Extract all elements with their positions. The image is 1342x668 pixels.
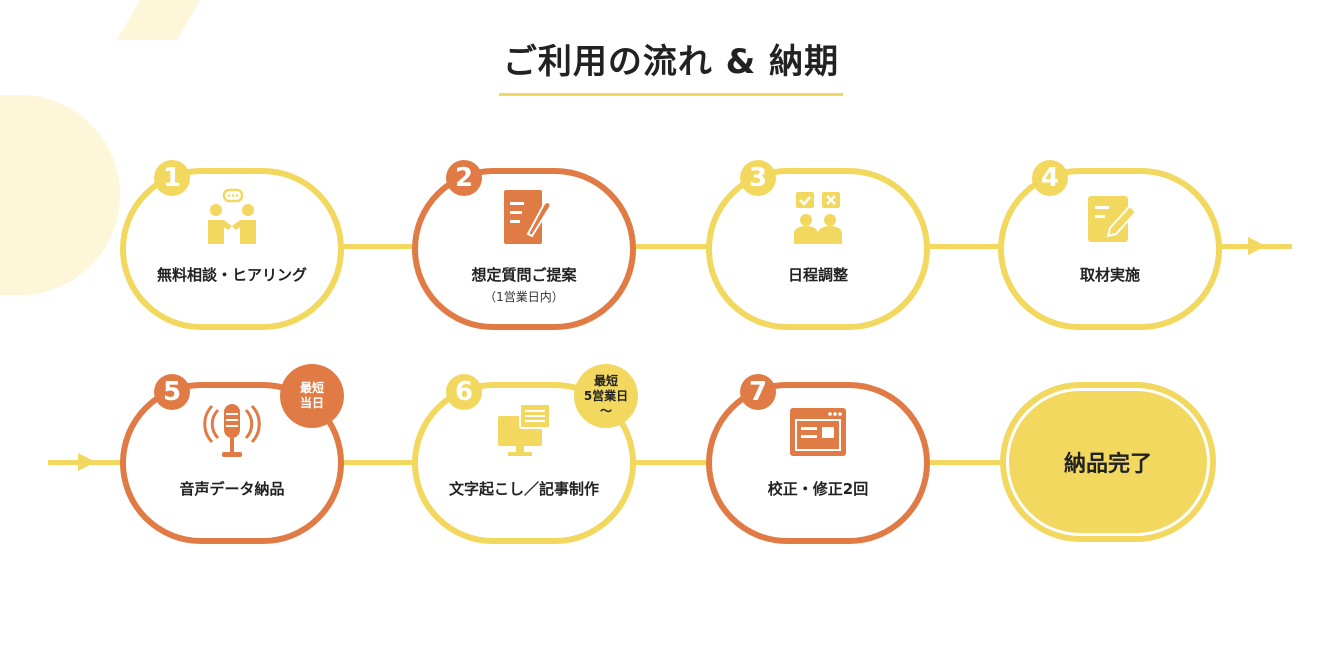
step-number: 5 (154, 374, 190, 410)
step-label: 無料相談・ヒアリング (156, 266, 307, 284)
step-number: 7 (740, 374, 776, 410)
step-label: 校正・修正2回 (767, 480, 869, 498)
schedule-check-icon (794, 192, 842, 244)
step-4: 4 取材実施 (998, 160, 1222, 330)
step-6: 6 文字起こし／記事制作 (412, 374, 636, 544)
step-number: 6 (446, 374, 482, 410)
delivery-complete: 納品完了 (1000, 382, 1216, 542)
complete-label: 納品完了 (1006, 388, 1210, 536)
notepad-edit-icon (1088, 196, 1138, 242)
step-1: 1 無料相談・ヒアリング (120, 160, 344, 330)
step-number: 2 (446, 160, 482, 196)
consultation-icon (208, 188, 256, 244)
arrow-icon (78, 453, 96, 471)
step-5: 5 音声データ納品 (120, 374, 344, 544)
step-number: 1 (154, 160, 190, 196)
step-label: 取材実施 (1079, 266, 1140, 284)
lead-time-badge: 最短当日 (280, 364, 344, 428)
step-number: 3 (740, 160, 776, 196)
computer-chat-icon (498, 403, 551, 456)
page-title: ご利用の流れ & 納期 (0, 34, 1342, 96)
browser-window-icon (790, 408, 846, 456)
step-2: 2 想定質問ご提案 （1営業日内） (412, 160, 636, 330)
background-decoration (0, 95, 120, 295)
step-label: 文字起こし／記事制作 (448, 480, 599, 498)
document-pen-icon (504, 190, 552, 244)
step-number: 4 (1032, 160, 1068, 196)
step-3: 3 日程調整 (706, 160, 930, 330)
step-label: 日程調整 (787, 266, 848, 284)
microphone-icon (203, 404, 261, 457)
arrow-icon (1248, 237, 1266, 255)
step-label: 音声データ納品 (179, 480, 285, 498)
step-duration: （1営業日内） (484, 290, 564, 304)
step-label: 想定質問ご提案 (471, 266, 577, 284)
step-7: 7 校正・修正2回 (706, 374, 930, 544)
